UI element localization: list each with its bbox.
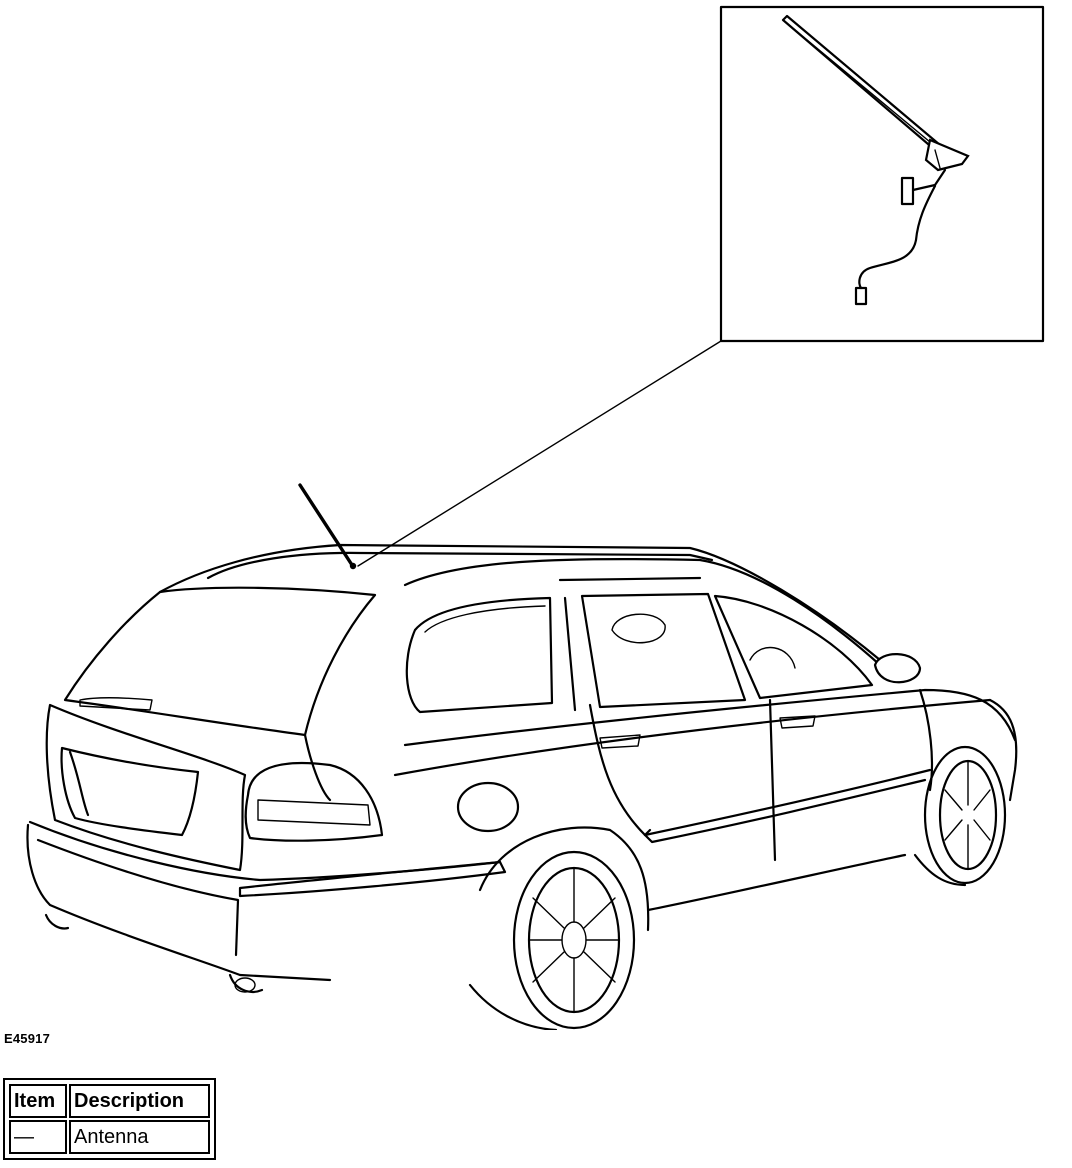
vehicle-antenna-diagram xyxy=(26,5,1045,1030)
legend-item-cell: — xyxy=(9,1120,67,1154)
legend-header-item: Item xyxy=(9,1084,67,1118)
legend-table: Item Description — Antenna xyxy=(3,1078,216,1160)
vehicle-outline xyxy=(26,483,1018,1030)
antenna-detail-inset xyxy=(719,5,1045,343)
roof-antenna xyxy=(298,483,354,567)
table-row: — Antenna xyxy=(9,1120,210,1154)
legend-header-row: Item Description xyxy=(9,1084,210,1118)
legend-description-cell: Antenna xyxy=(69,1120,210,1154)
figure-code: E45917 xyxy=(4,1031,51,1046)
leader-line xyxy=(357,340,722,567)
legend-header-description: Description xyxy=(69,1084,210,1118)
